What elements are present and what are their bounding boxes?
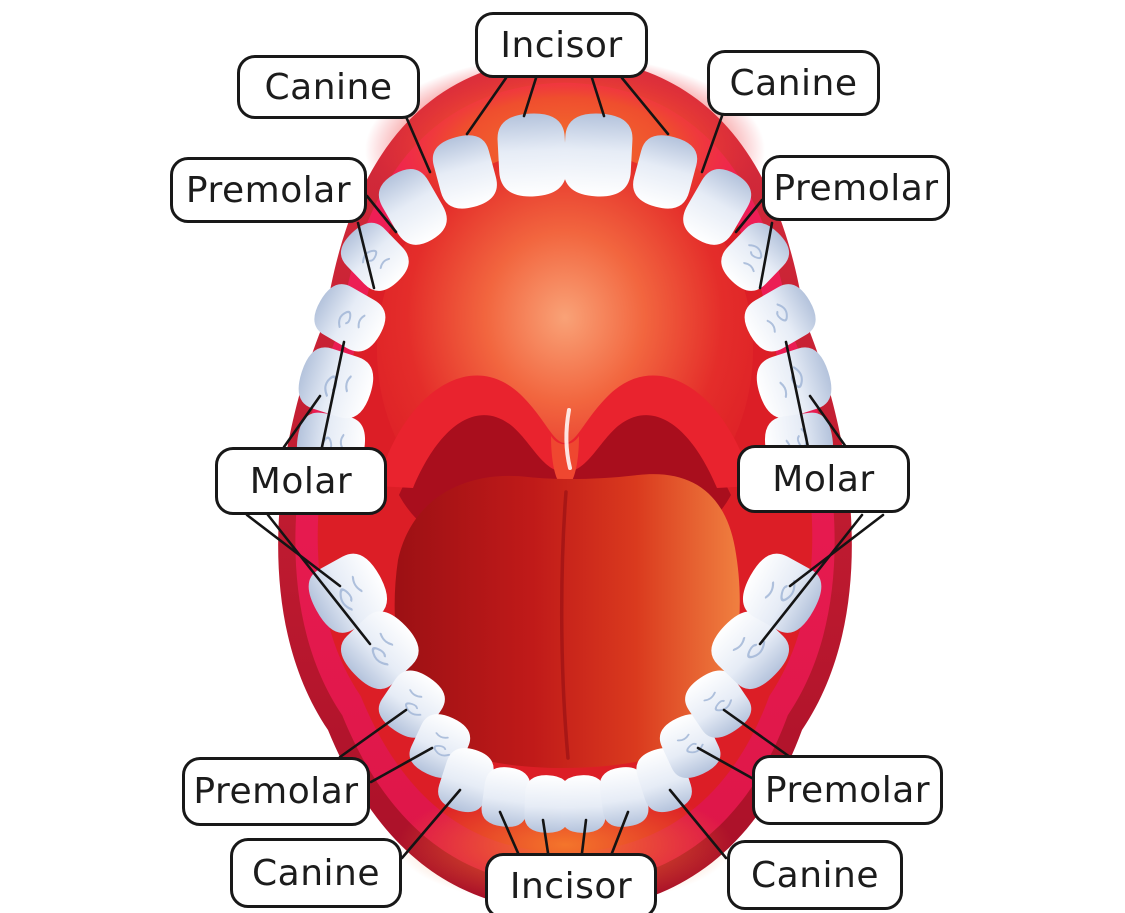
label-premolar-upper-left: Premolar [170, 157, 367, 223]
connector-line [282, 394, 322, 449]
label-text: Incisor [509, 865, 633, 907]
label-molar-left: Molar [215, 447, 387, 515]
upper-right-central-incisor [562, 111, 634, 199]
connector-line [498, 810, 520, 855]
tongue-crease [559, 490, 570, 760]
label-molar-right: Molar [737, 445, 910, 513]
connector-line [808, 394, 848, 449]
connector-line [620, 76, 670, 136]
label-canine-bottom-left: Canine [230, 838, 402, 908]
label-premolar-lower-right: Premolar [752, 755, 943, 825]
soft-palate-arch [377, 375, 753, 488]
label-text: Premolar [185, 169, 352, 211]
connector-line [402, 110, 432, 174]
connector-line [365, 194, 398, 234]
connector-line [696, 746, 761, 784]
connector-line [356, 221, 376, 290]
connector-line [369, 746, 434, 784]
connector-line [266, 513, 372, 646]
label-text: Canine [751, 854, 879, 896]
label-text: Canine [264, 66, 393, 108]
connector-line [610, 810, 630, 855]
label-text: Molar [772, 458, 875, 500]
connector-line [338, 708, 408, 759]
uvula [551, 436, 579, 487]
connector-line [590, 76, 606, 118]
connector-line [668, 788, 728, 860]
connector-line [734, 198, 764, 234]
label-text: Premolar [764, 769, 931, 811]
connector-line [320, 340, 346, 449]
label-canine-bottom-right: Canine [727, 840, 903, 910]
label-text: Molar [249, 460, 353, 502]
uvula-highlight [564, 408, 572, 470]
connector-line [400, 788, 462, 860]
upper-left-central-incisor [496, 111, 568, 199]
label-premolar-upper-right: Premolar [762, 155, 950, 221]
label-canine-top-left: Canine [237, 55, 420, 119]
tongue [394, 474, 740, 768]
connector-line [541, 818, 550, 855]
connector-line [758, 221, 774, 290]
connector-line [522, 76, 538, 118]
label-incisor-bottom: Incisor [485, 853, 657, 913]
label-text: Canine [729, 62, 858, 104]
label-text: Incisor [500, 24, 623, 66]
connector-line [788, 513, 885, 588]
connector-line [700, 114, 724, 174]
label-canine-top-right: Canine [707, 50, 880, 116]
label-text: Premolar [193, 771, 359, 812]
connector-line [580, 818, 588, 855]
label-incisor-top: Incisor [475, 12, 648, 78]
connector-line [722, 708, 792, 759]
label-text: Canine [252, 852, 380, 894]
connector-line [465, 76, 508, 136]
lower-right-central-incisor [559, 774, 607, 834]
connector-line [784, 340, 810, 449]
connector-line [758, 513, 864, 646]
label-text: Premolar [773, 167, 939, 209]
label-connector-lines [245, 76, 885, 860]
connector-line [245, 513, 342, 588]
label-premolar-lower-left: Premolar [182, 757, 370, 826]
